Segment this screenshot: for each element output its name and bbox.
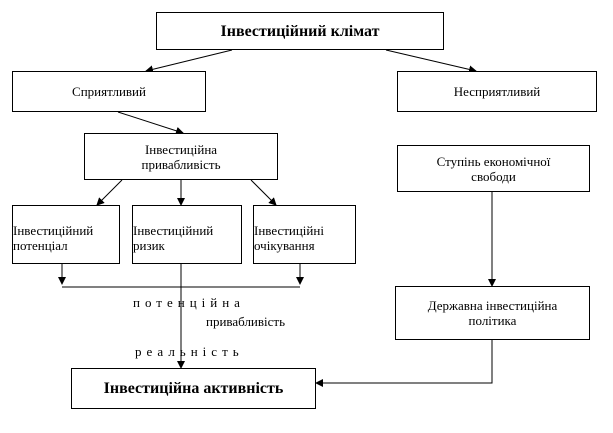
node-state-policy-line2: політика xyxy=(468,313,517,328)
arrow-policy-activity xyxy=(315,340,493,387)
node-expectations: Інвестиційні очікування xyxy=(253,205,356,264)
node-favorable-label: Сприятливий xyxy=(72,84,146,99)
node-investment-activity: Інвестиційна активність xyxy=(71,368,316,409)
arrow-climate-unfavorable xyxy=(385,49,477,74)
node-freedom: Ступінь економічної свободи xyxy=(397,145,590,192)
node-potential-line1: Інвестиційний xyxy=(13,222,94,238)
node-freedom-line1: Ступінь економічної xyxy=(436,153,551,169)
arrow-favorable-attractiveness xyxy=(117,111,184,135)
node-investment-climate-label: Інвестиційний клімат xyxy=(220,22,380,40)
node-potential-line2: потенціал xyxy=(13,237,68,253)
node-state-policy-line1: Державна інвестиційна xyxy=(427,298,558,313)
arrow-attractiveness-expectations xyxy=(250,179,277,206)
node-potential: Інвестиційний потенціал xyxy=(12,205,120,264)
node-expectations-line2: очікування xyxy=(254,237,315,253)
arrow-attractiveness-potential xyxy=(96,179,123,206)
node-unfavorable: Несприятливий xyxy=(397,71,597,112)
label-potential-attractiveness-line2: привабливість xyxy=(206,314,286,329)
node-favorable: Сприятливий xyxy=(12,71,206,112)
node-attractiveness: Інвестиційна привабливість xyxy=(84,133,278,180)
node-state-policy: Державна інвестиційна політика xyxy=(395,286,590,340)
node-unfavorable-label: Несприятливий xyxy=(453,84,541,99)
node-investment-climate: Інвестиційний клімат xyxy=(156,12,444,50)
label-reality: реальність xyxy=(135,344,244,359)
node-expectations-line1: Інвестиційні xyxy=(254,222,324,238)
arrow-climate-favorable xyxy=(145,49,233,74)
node-risk-line1: Інвестиційний xyxy=(133,222,214,238)
node-attractiveness-line1: Інвестиційна xyxy=(144,141,218,157)
node-risk: Інвестиційний ризик xyxy=(132,205,242,264)
node-risk-line2: ризик xyxy=(133,237,165,253)
label-potential-attractiveness-line1: потенційна xyxy=(133,295,245,310)
node-freedom-line2: свободи xyxy=(471,168,516,184)
node-attractiveness-line2: привабливість xyxy=(141,156,221,172)
node-investment-activity-label: Інвестиційна активність xyxy=(103,380,284,397)
